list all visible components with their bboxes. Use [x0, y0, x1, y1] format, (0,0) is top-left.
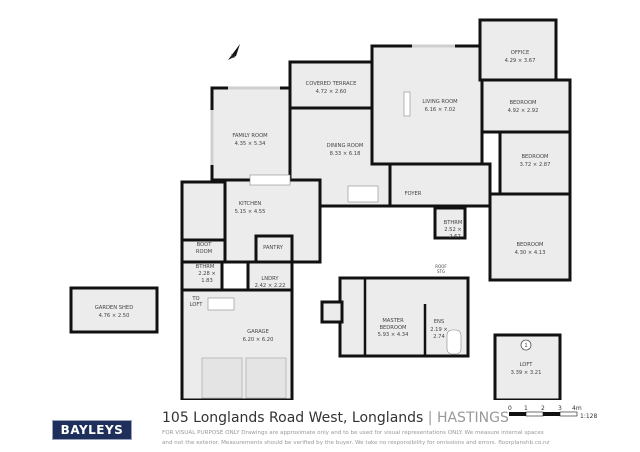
room-name: OFFICE	[511, 50, 529, 56]
room-name: COVERED TERRACE	[306, 81, 357, 87]
room-dim: 4.29 × 3.67	[505, 58, 536, 64]
logo-text: BAYLEYS	[60, 423, 124, 437]
garage-door	[245, 357, 287, 399]
north-arrow-icon: N	[228, 44, 240, 60]
property-address: 105 Longlands Road West, Longlands | HAS…	[162, 410, 509, 426]
room-name: BEDROOM	[516, 242, 543, 248]
room-dim: 2.74	[433, 334, 445, 340]
room-dim: 2.52 ×	[444, 227, 462, 233]
loft-stairs	[207, 297, 235, 311]
fireplace-icon	[403, 91, 411, 117]
disclaimer-line: and not the exterior. Measurements shoul…	[162, 440, 550, 446]
room-dim: 5.93 × 4.34	[378, 332, 409, 338]
bayleys-logo: BAYLEYS	[52, 420, 132, 440]
room-name: ENS	[434, 319, 444, 325]
room-name: MASTER	[382, 318, 404, 324]
room-name: BOOT	[197, 242, 213, 248]
kitchen-island	[249, 174, 291, 186]
room-name: FOYER	[405, 191, 422, 197]
room-name: ROOF	[435, 264, 447, 269]
floor-plan: N 1 COVERED TERRACE 4.72 × 2.60 FAMILY R…	[69, 18, 572, 400]
room-labels: COVERED TERRACE 4.72 × 2.60 FAMILY ROOM …	[95, 50, 551, 376]
disclaimer-line: FOR VISUAL PURPOSE ONLY Drawings are app…	[162, 430, 544, 436]
room-dim: 6.20 × 6.20	[243, 337, 274, 343]
room-name: LNDRY	[261, 276, 279, 282]
room-dim: 4.92 × 2.92	[508, 108, 539, 114]
stairs	[320, 300, 344, 324]
room-dim: 4.30 × 4.13	[515, 250, 546, 256]
room-name: DINING ROOM	[327, 143, 364, 149]
room-dim: 3.72 × 2.87	[520, 162, 551, 168]
scale-tick: 4m	[572, 405, 582, 412]
bathtub	[446, 329, 462, 355]
small-bathroom	[180, 260, 224, 292]
stair-treads	[347, 185, 379, 203]
room-name: LOFT	[520, 362, 534, 368]
room-dim: 4.76 × 2.50	[99, 313, 130, 319]
loft-marker: 1	[524, 343, 527, 349]
room-dim: 8.33 × 6.18	[330, 151, 361, 157]
room-name: TO	[191, 296, 199, 302]
bathroom	[433, 206, 467, 240]
room-name: ROOM	[196, 249, 212, 255]
room-name: BEDROOM	[521, 154, 548, 160]
bedroom-1	[480, 78, 572, 134]
loft	[493, 333, 562, 400]
scale-tick: 3	[558, 405, 562, 412]
room-name: GARAGE	[247, 329, 269, 335]
room-name: BEDROOM	[509, 100, 536, 106]
room-dim: 4.72 × 2.60	[316, 89, 347, 95]
room-dim: 2.42 × 2.22	[255, 283, 286, 289]
scale-ratio: 1:128	[580, 413, 597, 420]
loft-marker-icon	[520, 339, 532, 351]
scale-tick: 0	[508, 405, 512, 412]
room-dim: 2.67	[449, 234, 461, 240]
scale-tick: 1	[524, 405, 528, 412]
side-room	[180, 180, 227, 242]
room-dim: 5.15 × 4.55	[235, 209, 266, 215]
north-label: N	[231, 54, 235, 60]
room-name: STG	[437, 269, 445, 274]
separator: |	[427, 410, 433, 426]
room-name: LIVING ROOM	[422, 99, 457, 105]
master-bedroom	[338, 276, 470, 358]
living-room	[370, 44, 484, 166]
room-dim: 2.28 ×	[198, 271, 216, 277]
room-dim: 4.35 × 5.34	[235, 141, 266, 147]
room-name: PANTRY	[263, 245, 284, 251]
garden-shed	[69, 286, 159, 334]
room-name: BTHRM	[444, 220, 463, 226]
city-text: HASTINGS	[436, 410, 509, 426]
room-name: FAMILY ROOM	[232, 133, 267, 139]
room-dim: 3.39 × 3.21	[511, 370, 542, 376]
room-name: BTHRM	[196, 264, 215, 270]
room-name: LOFT	[190, 302, 204, 308]
room-name: BEDROOM	[379, 325, 406, 331]
address-text: 105 Longlands Road West, Longlands	[162, 410, 424, 426]
bedroom-3	[488, 192, 572, 282]
office	[478, 18, 558, 82]
room-name: KITCHEN	[239, 201, 262, 207]
scale-tick: 2	[541, 405, 545, 412]
room-dim: 6.16 × 7.02	[425, 107, 456, 113]
room-dim: 1.83	[201, 278, 213, 284]
room-dim: 2.19 ×	[430, 327, 448, 333]
room-name: GARDEN SHED	[95, 305, 133, 311]
foyer-hall	[388, 162, 492, 208]
garage-door	[201, 357, 243, 399]
